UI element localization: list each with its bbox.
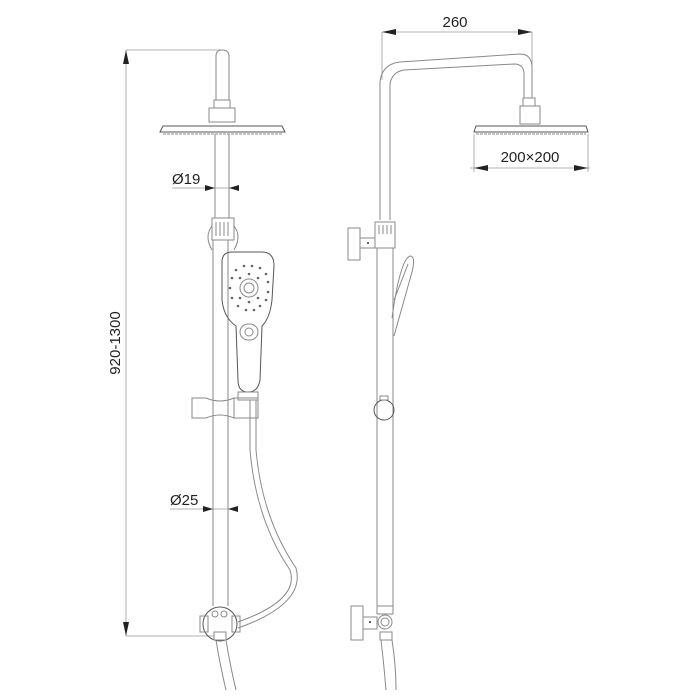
lower-diameter-dimension: Ø25 bbox=[170, 492, 238, 512]
arm-projection-dimension: 260 bbox=[381, 14, 533, 98]
head-size-label: 200×200 bbox=[501, 149, 560, 166]
upper-diameter-label: Ø19 bbox=[172, 171, 200, 188]
spray-nozzles bbox=[228, 264, 270, 312]
upper-diameter-dimension: Ø19 bbox=[172, 171, 239, 191]
hand-shower bbox=[221, 251, 275, 401]
lower-diameter-label: Ø25 bbox=[170, 492, 198, 509]
slide-bar-holder bbox=[191, 397, 259, 419]
arm-projection-label: 260 bbox=[442, 14, 467, 31]
wall-bracket-coupling bbox=[207, 217, 239, 251]
side-view: 260 200×200 bbox=[347, 14, 590, 691]
diverter-valve bbox=[199, 606, 241, 642]
overhead-shower-head bbox=[159, 125, 286, 135]
head-size-dimension: 200×200 bbox=[470, 149, 590, 171]
height-label: 920-1300 bbox=[107, 311, 124, 374]
diverter-valve-side bbox=[350, 605, 394, 641]
height-dimension: 920-1300 bbox=[107, 49, 222, 637]
upper-bracket-side bbox=[347, 221, 396, 261]
overhead-shower-head-side bbox=[473, 125, 589, 172]
front-view: 920-1300 Ø19 bbox=[107, 49, 298, 691]
hand-shower-side bbox=[373, 255, 415, 421]
shower-hose bbox=[215, 400, 298, 691]
